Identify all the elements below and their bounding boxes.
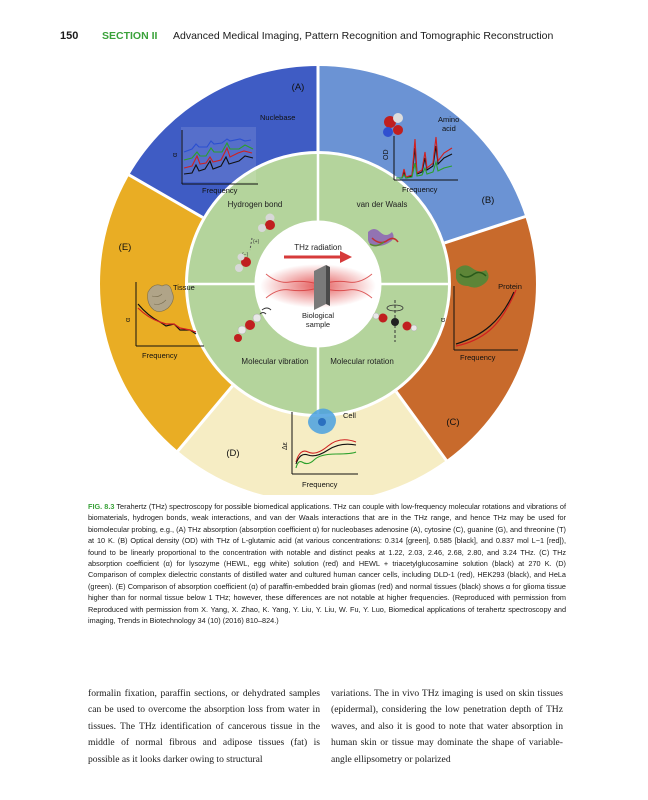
caption-text: Terahertz (THz) spectroscopy for possibl… [88,502,566,626]
panel-a-xlabel: Frequency [202,186,238,195]
panel-e-ylabel: α [125,318,132,322]
wedge-e-tissue [100,175,233,451]
hydrogen-bond-label: Hydrogen bond [228,200,283,209]
panel-e-xlabel: Frequency [142,351,178,360]
panel-c-ylabel: α [440,318,447,322]
section-label: SECTION II [102,30,158,42]
protein-structure-icon [456,265,489,288]
panel-b-plot [393,136,458,181]
inner-ring-dividers [188,154,448,414]
body-text-right: variations. The in vivo THz imaging is u… [331,688,563,765]
van-der-waals-protein-icon [368,229,399,247]
panel-b-xlabel: Frequency [402,185,438,194]
page-number: 150 [60,30,79,42]
bio-sample-label-1: Biological [302,311,334,320]
panel-a-plot [181,127,258,185]
wedge-d-cell [177,385,447,495]
panel-c-plot [453,286,518,351]
thz-radiation-label: THz radiation [294,243,342,252]
tissue-icon [147,284,174,312]
panel-a-name: Nuclebase [260,113,295,122]
svg-text:(+): (+) [253,239,260,245]
figure-caption: FIG. 8.3 Terahertz (THz) spectroscopy fo… [88,501,566,626]
molecular-vibration-icon [234,307,272,342]
cell-icon [308,408,336,434]
molecular-rotation-label: Molecular rotation [330,357,394,366]
molecular-vibration-label: Molecular vibration [241,357,308,366]
panel-d-ylabel: Δε [282,442,289,450]
panel-d-tag: (D) [226,448,239,459]
thz-applications-figure: THz radiation Biological sample Hydrogen… [100,64,536,495]
panel-d-plot [291,412,358,475]
panel-b-ylabel: OD [383,150,390,161]
panel-c-tag: (C) [446,417,459,428]
thz-arrow-head [340,251,352,263]
molecular-rotation-icon [372,300,418,342]
wedge-b-amino-acid [318,66,526,243]
svg-text:(−): (−) [242,252,249,258]
amino-acid-molecule-icon [383,113,403,137]
panel-d-xlabel: Frequency [302,480,338,489]
running-header: 150 SECTION II Advanced Medical Imaging,… [60,30,600,48]
book-title: Advanced Medical Imaging, Pattern Recogn… [173,30,554,42]
panel-b-name-1: Amino [438,115,459,124]
wedge-dividers [126,64,528,463]
panel-a-tag: (A) [292,82,305,93]
panel-b-tag: (B) [482,195,495,206]
panel-d-name: Cell [343,411,356,420]
sample-slab [314,265,326,310]
body-text-left: formalin fixation, paraffin sections, or… [88,688,320,765]
panel-c-name: Protein [498,282,522,291]
panel-c-xlabel: Frequency [460,353,496,362]
bio-sample-label-2: sample [306,320,330,329]
hydrogen-bond-molecules-icon: (+) (−) [235,213,275,272]
panel-b-name-2: acid [442,124,456,133]
wedge-c-protein [396,216,536,461]
panel-e-plot [135,282,204,347]
panel-a-ylabel: α [172,153,179,157]
panel-e-tag: (E) [119,242,132,253]
figure-label: FIG. 8.3 [88,502,115,511]
panel-e-name: Tissue [173,283,195,292]
van-der-waals-label: van der Waals [357,200,408,209]
